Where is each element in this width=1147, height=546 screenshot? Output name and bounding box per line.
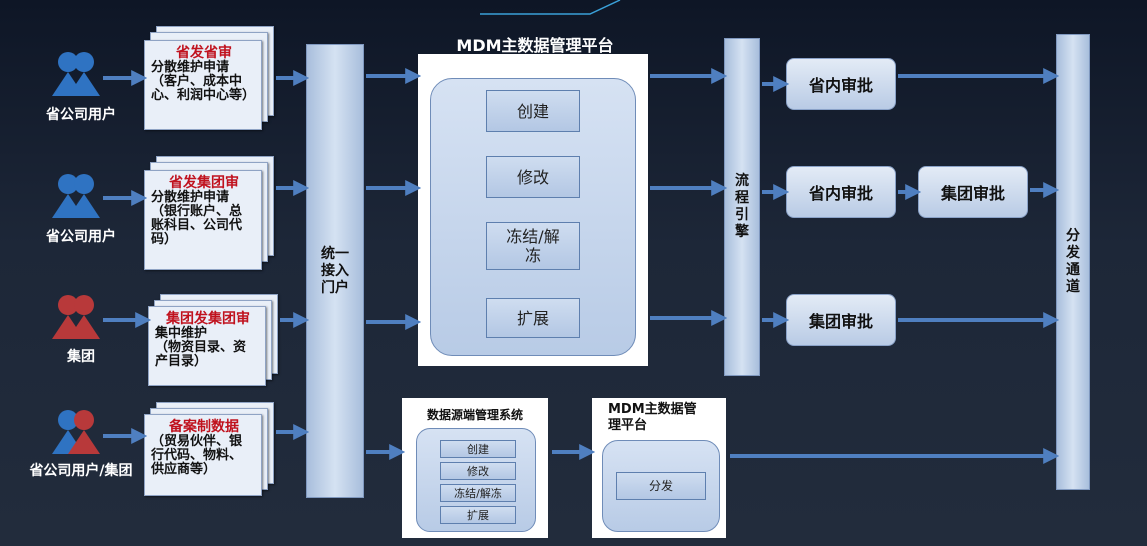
freeze-unfreeze-operation: 冻结/解 冻 xyxy=(486,222,580,270)
user-icon xyxy=(46,50,106,96)
mdm-distribution-title: MDM主数据管 理平台 xyxy=(608,402,697,433)
request-doc-provincial: 省发省审 分散维护申请 （客户、成本中 心、利润中心等） xyxy=(144,40,262,130)
doc-title: 省发省审 xyxy=(176,45,232,61)
group-icon xyxy=(46,293,106,339)
doc-body: 集中维护 （物资目录、资 产目录） xyxy=(155,326,247,369)
create-operation: 创建 xyxy=(440,440,516,458)
approval-label: 省内审批 xyxy=(808,184,873,203)
source-system-panel: 数据源端管理系统 创建 修改 冻结/解冻 扩展 xyxy=(402,398,548,538)
extend-operation: 扩展 xyxy=(486,298,580,338)
filing-doc: 备案制数据 （贸易伙伴、银 行代码、物料、 供应商等） xyxy=(144,414,262,496)
portal-label: 统一 接入 门户 xyxy=(321,245,349,296)
doc-body: 分散维护申请 （银行账户、总 账科目、公司代 码） xyxy=(151,190,243,247)
create-operation: 创建 xyxy=(486,90,580,132)
distribution-label: 分 发 通 道 xyxy=(1066,228,1080,295)
modify-operation: 修改 xyxy=(486,156,580,198)
doc-body: 分散维护申请 （客户、成本中 心、利润中心等） xyxy=(151,60,256,103)
provincial-approval-box: 省内审批 xyxy=(786,58,896,110)
doc-title: 备案制数据 xyxy=(169,419,239,435)
modify-operation: 修改 xyxy=(440,462,516,480)
mdm-distribution-panel: MDM主数据管 理平台 分发 xyxy=(592,398,726,538)
source-system-title: 数据源端管理系统 xyxy=(426,408,523,422)
approval-label: 省内审批 xyxy=(808,76,873,95)
doc-title: 省发集团审 xyxy=(169,175,239,191)
doc-title: 集团发集团审 xyxy=(166,311,250,327)
distribute-operation: 分发 xyxy=(616,472,706,500)
workflow-engine-label: 流 程 引 擎 xyxy=(735,173,749,240)
user-label: 省公司用户 xyxy=(46,229,116,245)
approval-label: 集团审批 xyxy=(808,312,873,331)
user-label: 集团 xyxy=(67,349,95,365)
group-approval-box: 集团审批 xyxy=(918,166,1028,218)
user-label: 省公司用户/集团 xyxy=(29,463,133,479)
freeze-unfreeze-operation: 冻结/解冻 xyxy=(440,484,516,502)
distribution-channel: 分 发 通 道 xyxy=(1056,34,1090,490)
decorative-swoosh xyxy=(480,0,621,15)
mixed-user-icon xyxy=(46,408,106,454)
doc-body: （贸易伙伴、银 行代码、物料、 供应商等） xyxy=(151,434,243,477)
request-doc-provincial-group: 省发集团审 分散维护申请 （银行账户、总 账科目、公司代 码） xyxy=(144,170,262,270)
mdm-platform-title: MDM主数据管理平台 xyxy=(456,36,614,55)
workflow-engine: 流 程 引 擎 xyxy=(724,38,760,376)
extend-operation: 扩展 xyxy=(440,506,516,524)
provincial-approval-box: 省内审批 xyxy=(786,166,896,218)
user-label: 省公司用户 xyxy=(46,107,116,123)
user-icon xyxy=(46,172,106,218)
request-doc-group: 集团发集团审 集中维护 （物资目录、资 产目录） xyxy=(148,306,266,386)
unified-access-portal: 统一 接入 门户 xyxy=(306,44,364,498)
group-approval-box: 集团审批 xyxy=(786,294,896,346)
mdm-platform-panel: 创建 修改 冻结/解 冻 扩展 xyxy=(418,54,648,366)
approval-label: 集团审批 xyxy=(940,184,1005,203)
